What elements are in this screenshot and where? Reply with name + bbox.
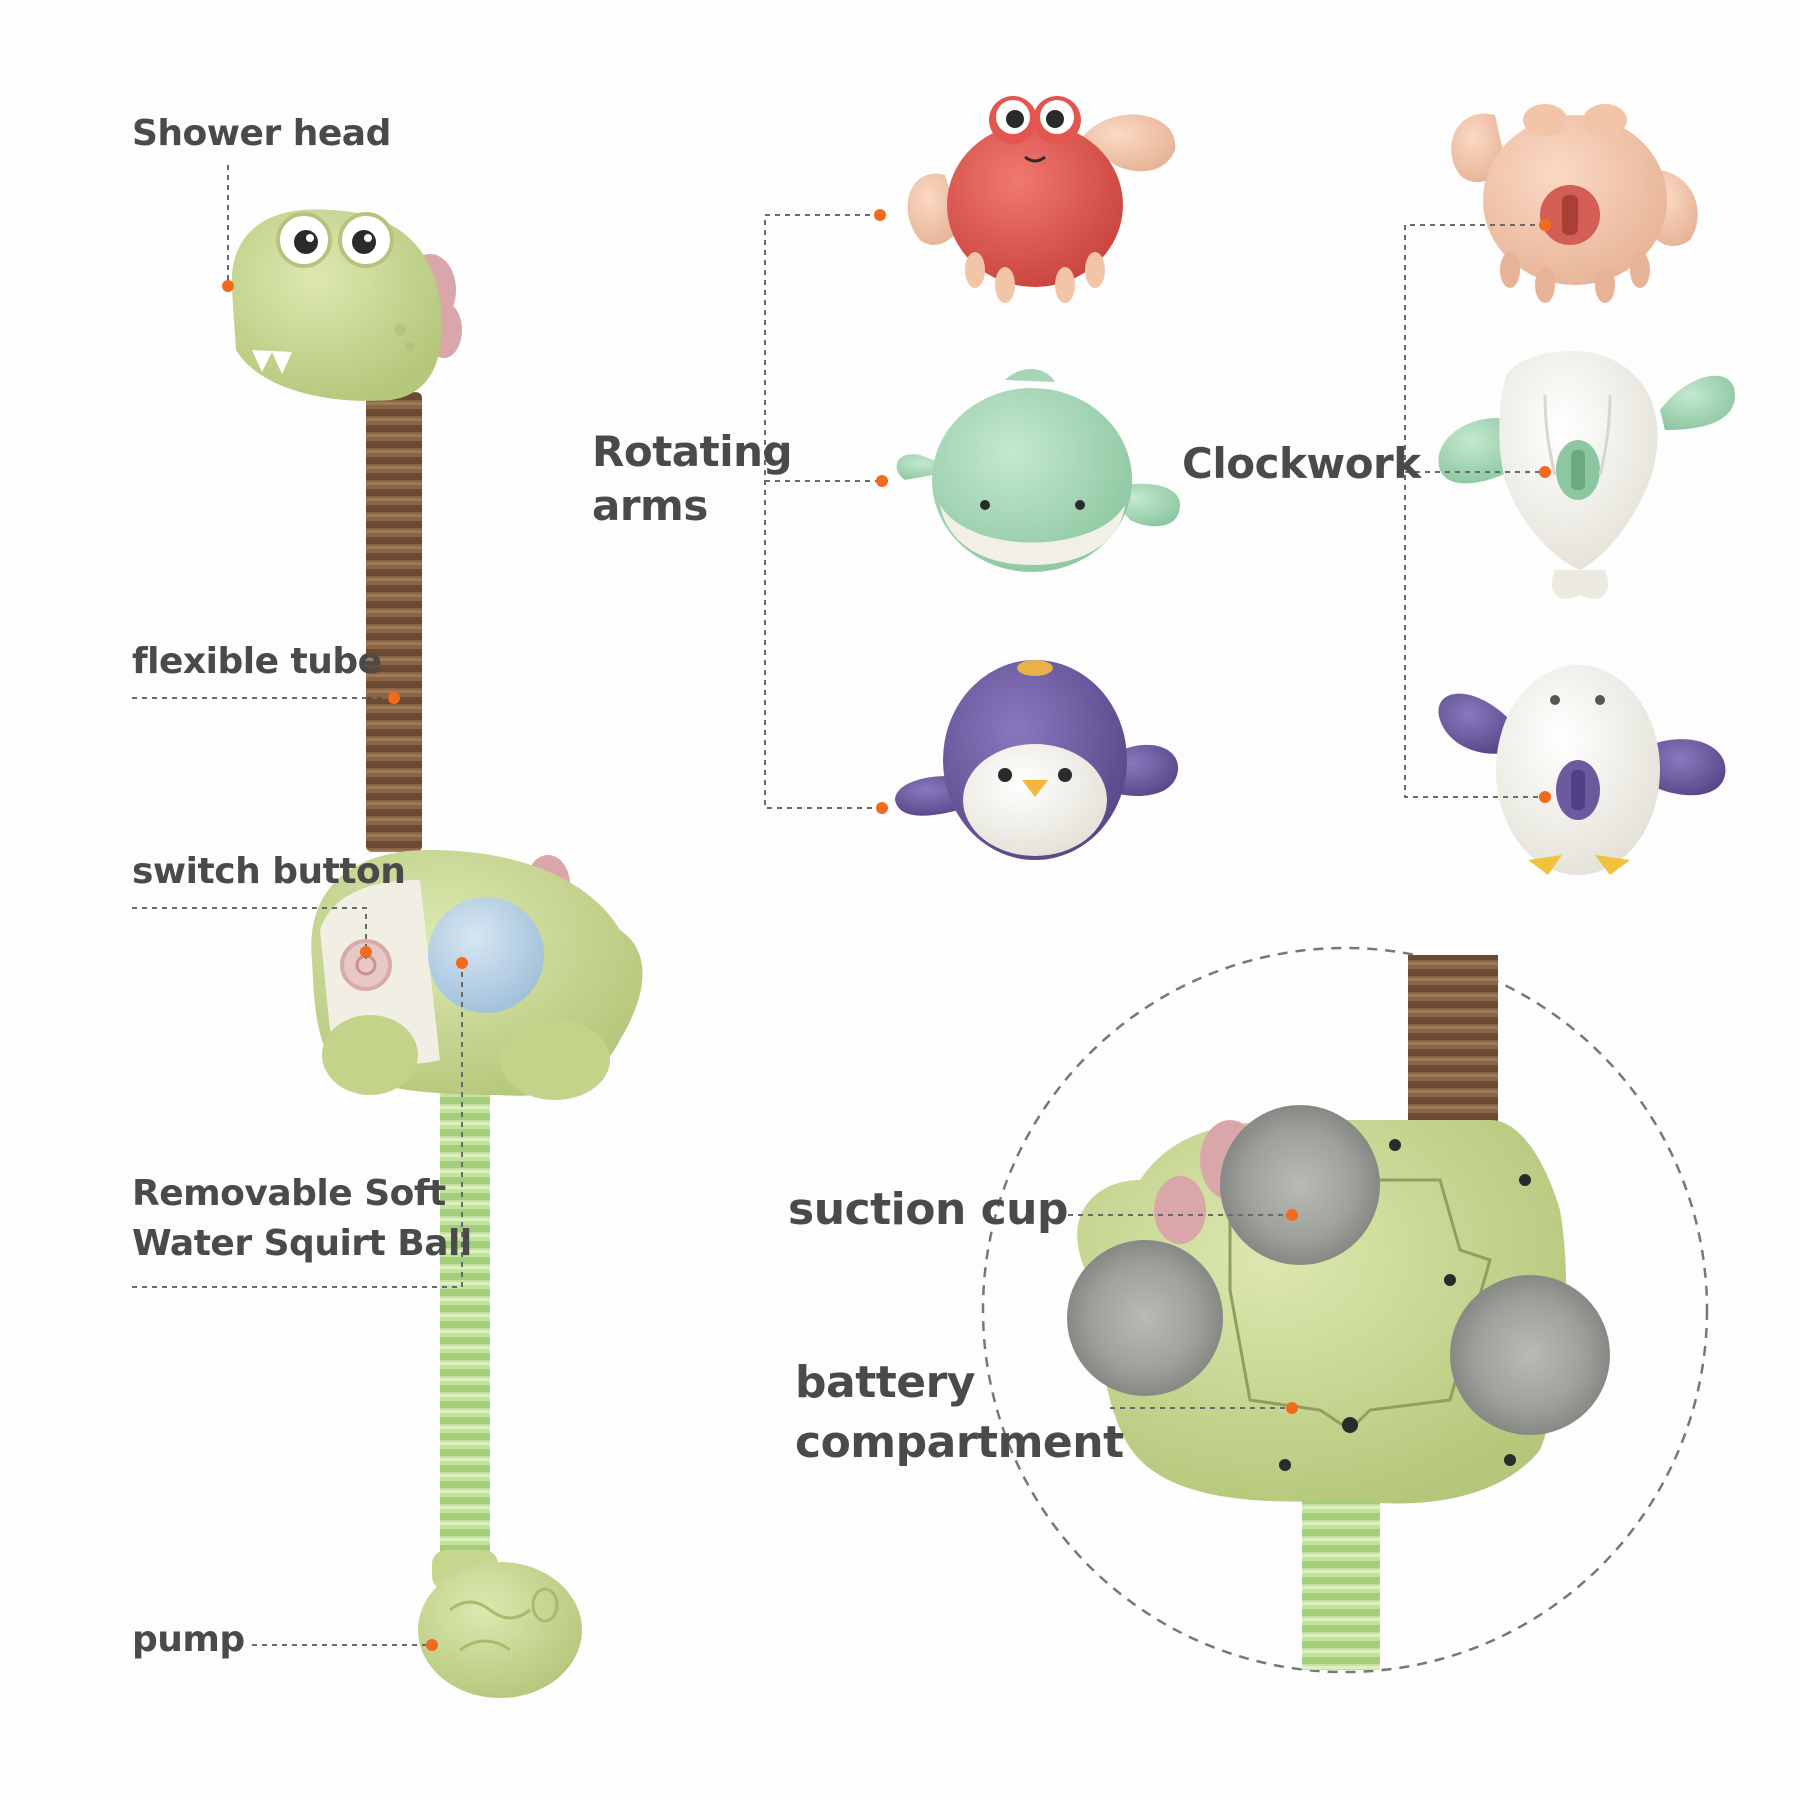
whale-toy-icon: [896, 368, 1180, 572]
dinosaur-body: [311, 850, 643, 1100]
penguin-toy-icon: [895, 660, 1179, 860]
lower-green-tube: [440, 1090, 490, 1560]
leader-lines: [132, 165, 1545, 1646]
rotating-arms-label-line2: arms: [592, 481, 708, 530]
dinosaur-shower-head-icon: [231, 209, 462, 401]
detail-brown-tube: [1408, 955, 1498, 1125]
shower-assembly: [231, 209, 643, 1698]
whale-back-icon: [1438, 351, 1735, 599]
shower-head-label: Shower head: [132, 113, 391, 154]
switch-button-label: switch button: [132, 851, 406, 892]
penguin-back-icon: [1438, 665, 1726, 875]
flexible-tube: [366, 392, 422, 852]
pump-label: pump: [132, 1619, 245, 1660]
squirt-ball-icon: [428, 897, 544, 1013]
battery-compartment-label-line2: compartment: [795, 1417, 1124, 1468]
pump-ball-icon: [418, 1550, 582, 1698]
marker-dots: [222, 209, 1551, 1651]
flexible-tube-label: flexible tube: [132, 641, 382, 682]
suction-cup-icon: [1067, 1240, 1223, 1396]
suction-cup-icon: [1220, 1105, 1380, 1265]
detail-green-tube: [1302, 1490, 1380, 1670]
crab-back-icon: [1451, 104, 1698, 303]
clockwork-label: Clockwork: [1182, 439, 1421, 488]
squirt-ball-label-line2: Water Squirt Ball: [132, 1223, 472, 1264]
battery-compartment-label-line1: battery: [795, 1357, 975, 1408]
crab-toy-icon: [907, 96, 1176, 303]
back-detail-zoom: [981, 946, 1709, 1674]
squirt-ball-label-line1: Removable Soft: [132, 1173, 446, 1214]
switch-button-icon[interactable]: [340, 939, 392, 991]
rotating-arms-label-line1: Rotating: [592, 427, 793, 476]
suction-cup-icon: [1450, 1275, 1610, 1435]
suction-cup-label: suction cup: [788, 1184, 1068, 1235]
